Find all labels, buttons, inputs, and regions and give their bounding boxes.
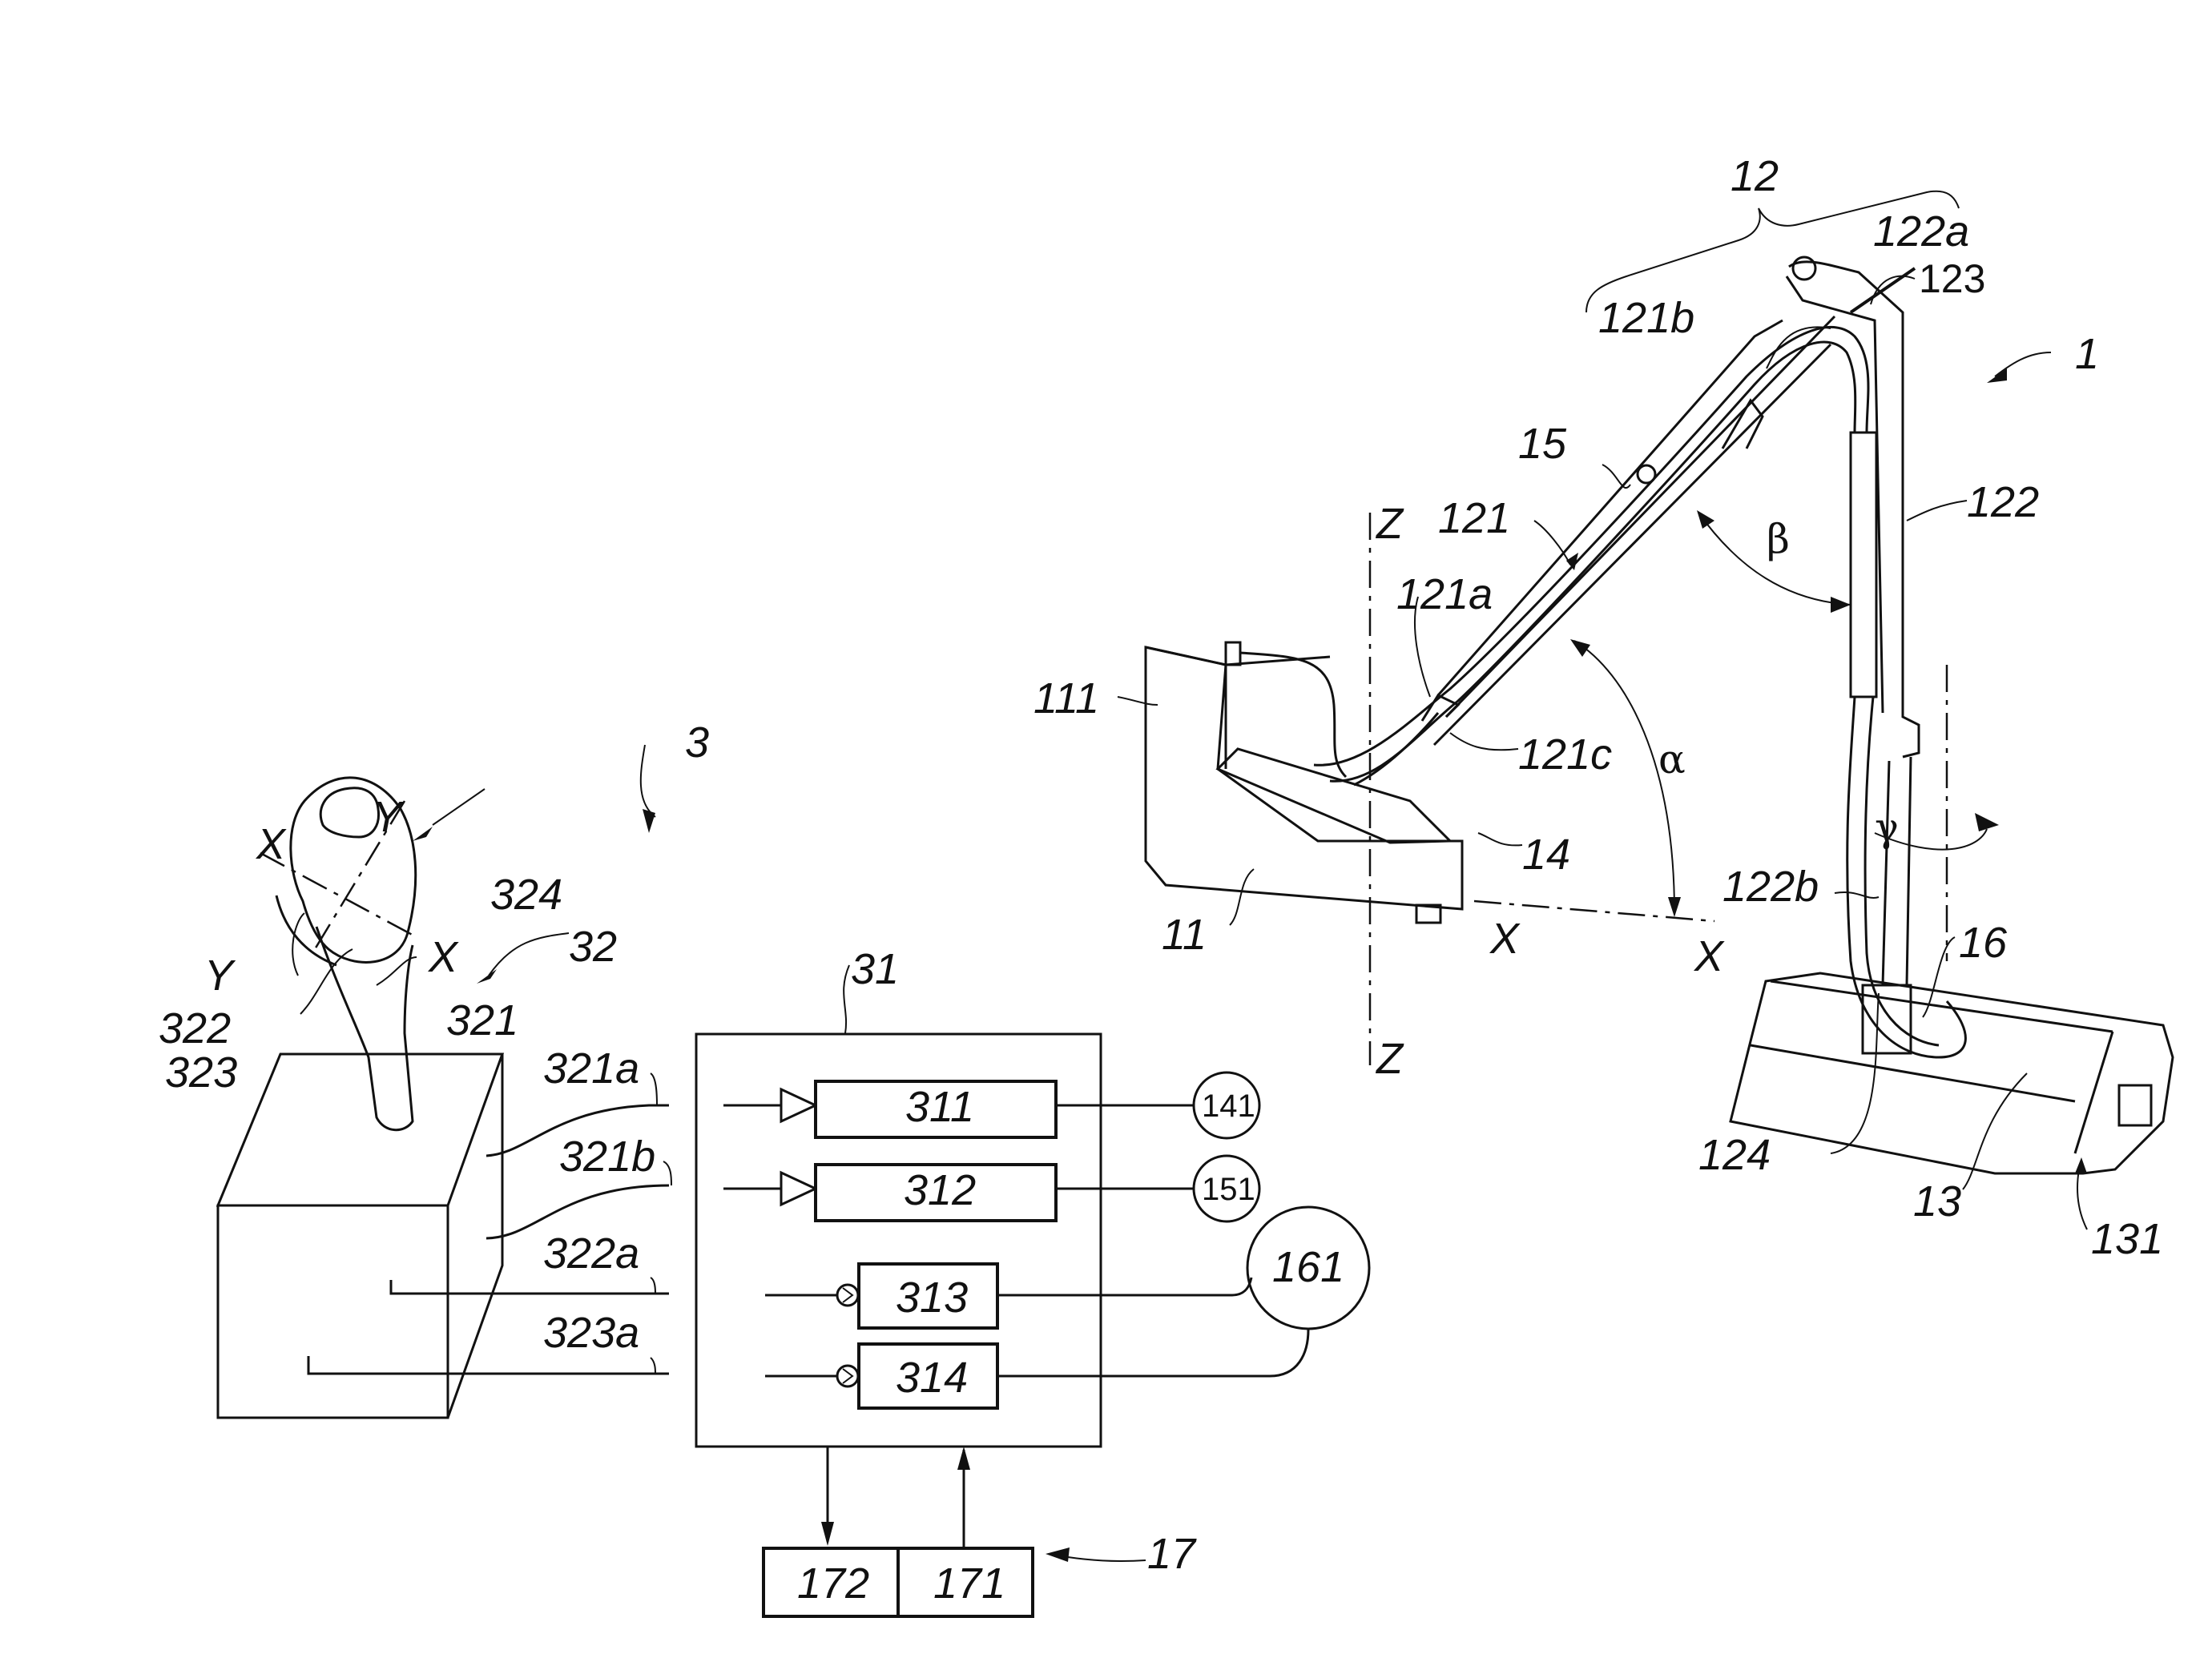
block-171-text: 171 [933, 1559, 1005, 1608]
controller-assembly [216, 744, 1371, 1618]
leader-lines [292, 744, 656, 1015]
brace-12 [1585, 190, 1960, 313]
label-323: 323 [165, 1048, 237, 1097]
label-13: 13 [1913, 1177, 1961, 1225]
block-314-text: 314 [896, 1354, 968, 1402]
label-323a: 323a [543, 1309, 639, 1357]
frame-11 [1144, 641, 1464, 924]
label-beta: β [1767, 516, 1790, 562]
arm-122 [1785, 256, 1967, 1059]
label-11: 11 [1162, 911, 1207, 959]
mowing-machine [1117, 190, 2174, 1230]
label-12: 12 [1731, 152, 1779, 200]
label-121b: 121b [1598, 294, 1694, 342]
label-17: 17 [1147, 1530, 1197, 1578]
label-x-top: X [255, 820, 287, 868]
block-312 [814, 1163, 1058, 1222]
label-32: 32 [569, 923, 617, 971]
actuator-151-text: 151 [1202, 1172, 1255, 1207]
angle-gamma-arc [1874, 828, 1988, 851]
label-111: 111 [1033, 674, 1099, 722]
block-172-text: 172 [797, 1559, 869, 1608]
label-3: 3 [685, 718, 709, 767]
block-313 [857, 1262, 999, 1330]
joystick-lever [260, 776, 417, 1132]
label-31: 31 [851, 945, 899, 993]
label-1: 1 [2075, 330, 2099, 378]
actuator-151 [1192, 1154, 1261, 1223]
actuator-161 [1246, 1205, 1371, 1330]
label-122a: 122a [1873, 207, 1969, 256]
label-123: 123 [1919, 256, 1985, 301]
label-324: 324 [490, 871, 562, 919]
actuator-161-text: 161 [1272, 1243, 1344, 1291]
hydraulic-hose [1313, 325, 1870, 783]
label-121: 121 [1438, 494, 1510, 542]
label-x-left: X [1489, 915, 1521, 963]
label-z-left-top: Z [1375, 500, 1404, 548]
label-y-bottom: Y [204, 952, 236, 1000]
label-321b: 321b [559, 1133, 655, 1181]
angle-beta-arc [1698, 512, 1851, 606]
axis-x [1473, 899, 1715, 923]
block-311 [814, 1080, 1058, 1139]
block-313-text: 313 [896, 1274, 968, 1322]
label-alpha: α [1658, 736, 1686, 783]
label-321a: 321a [543, 1044, 639, 1093]
label-15: 15 [1518, 420, 1567, 468]
block-314 [857, 1342, 999, 1410]
label-131: 131 [2091, 1215, 2163, 1263]
boom-121 [1353, 315, 1836, 787]
label-gamma: γ [1875, 804, 1899, 851]
label-x-right: X [427, 933, 459, 981]
label-y-top: Y [373, 793, 405, 841]
label-321: 321 [446, 996, 518, 1044]
signal-wires [307, 1072, 672, 1375]
control-unit-box-31 [695, 1032, 1102, 1448]
label-x-right-machine: X [1693, 932, 1725, 980]
block-312-text: 312 [904, 1166, 976, 1214]
label-121a: 121a [1396, 570, 1493, 618]
block-171 [896, 1547, 1034, 1618]
label-121c: 121c [1518, 730, 1612, 779]
block-311-text: 311 [905, 1083, 974, 1131]
label-124: 124 [1698, 1131, 1771, 1179]
label-16: 16 [1959, 919, 2008, 967]
label-322: 322 [159, 1004, 231, 1052]
reference-labels: 3 X Y 324 X 32 Y 322 321 323 31 321a 321… [159, 152, 2163, 1608]
cylinder-16 [1849, 431, 1878, 698]
label-122: 122 [1967, 478, 2039, 526]
label-z-left-bottom: Z [1375, 1035, 1404, 1083]
label-122b: 122b [1722, 863, 1819, 911]
joystick-base [216, 1052, 505, 1419]
cutter-head-13 [1729, 972, 2174, 1175]
angle-alpha-arc [1573, 640, 1675, 914]
actuator-141 [1192, 1071, 1261, 1140]
label-322a: 322a [543, 1229, 639, 1278]
actuator-141-text: 141 [1202, 1089, 1255, 1124]
label-14: 14 [1522, 831, 1570, 879]
